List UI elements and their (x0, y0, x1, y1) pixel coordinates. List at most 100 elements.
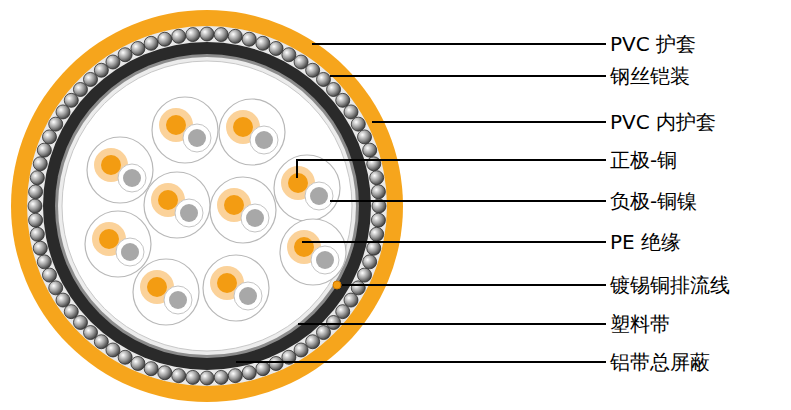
steel-wire (351, 281, 365, 295)
steel-wire (256, 362, 270, 376)
steel-wire (42, 268, 56, 282)
steel-wire (358, 130, 372, 144)
steel-wire (269, 41, 283, 55)
part-label: 镀锡铜排流线 (608, 273, 732, 297)
pe-insulation (241, 204, 269, 232)
steel-wire (158, 366, 172, 380)
pvc-inner-sheath (43, 42, 371, 370)
leader-line (330, 75, 606, 77)
steel-wire (336, 93, 350, 107)
leader-line (372, 121, 606, 123)
conductor-pairs (85, 97, 346, 325)
steel-wire (118, 350, 132, 364)
positive-conductor (147, 277, 167, 297)
conductor-pair (87, 137, 153, 203)
steel-wire (294, 343, 308, 357)
plastic-tape (58, 57, 356, 355)
pair-wrap (85, 211, 151, 277)
steel-wire (358, 268, 372, 282)
leader-line (330, 200, 606, 202)
pair-wrap (210, 177, 276, 243)
steel-wire (172, 29, 186, 43)
part-label: 钢丝铠装 (608, 64, 692, 88)
steel-wire (29, 185, 43, 199)
pe-insulation (183, 124, 211, 152)
pe-insulation (311, 246, 339, 274)
conductor-pair (280, 219, 346, 285)
steel-wire (30, 227, 44, 241)
pe-insulation (250, 126, 278, 154)
armor-bed (27, 26, 387, 386)
leader-line (298, 323, 606, 325)
part-label: PVC 护套 (608, 32, 698, 56)
steel-wire (131, 41, 145, 55)
conductor-pair (133, 259, 199, 325)
steel-wire (363, 143, 377, 157)
steel-wire (200, 27, 214, 41)
leader-line (236, 361, 606, 363)
conductor-pair (152, 97, 218, 163)
pe-insulation (116, 238, 144, 266)
steel-wire (144, 362, 158, 376)
steel-wire (42, 130, 56, 144)
steel-wire (106, 343, 120, 357)
steel-wire (367, 241, 381, 255)
pair-wrap (87, 137, 153, 203)
pair-wrap (219, 99, 285, 165)
steel-wire (37, 143, 51, 157)
leader-line (312, 43, 606, 45)
steel-wire (269, 357, 283, 371)
negative-conductor (188, 129, 206, 147)
pair-wrap (133, 259, 199, 325)
negative-conductor (239, 287, 257, 305)
aluminum-shield (55, 54, 359, 358)
conductor-pair (144, 172, 210, 238)
steel-wire (363, 255, 377, 269)
steel-wire (64, 305, 78, 319)
steel-wire (144, 36, 158, 50)
steel-wire (118, 48, 132, 62)
leader-line (297, 160, 606, 178)
pe-insulation (175, 199, 203, 227)
part-label: PVC 内护套 (608, 110, 718, 134)
negative-conductor (121, 243, 139, 261)
leader-line (302, 241, 606, 243)
steel-wire (242, 32, 256, 46)
negative-conductor (123, 169, 141, 187)
positive-conductor (101, 155, 121, 175)
steel-wire (37, 255, 51, 269)
pair-wrap (280, 219, 346, 285)
steel-wire (56, 293, 70, 307)
steel-wire (256, 36, 270, 50)
steel-wire (214, 370, 228, 384)
steel-wire (49, 117, 63, 131)
steel-wire (158, 32, 172, 46)
steel-wire (33, 157, 47, 171)
positive-conductor (233, 117, 253, 137)
part-label: 负极-铜镍 (608, 189, 699, 213)
positive-conductor (224, 195, 244, 215)
steel-wire (56, 105, 70, 119)
core-fill (62, 61, 352, 351)
leader-line (342, 284, 606, 286)
steel-wire (367, 157, 381, 171)
steel-wire (370, 227, 384, 241)
steel-wire (186, 28, 200, 42)
negative-conductor (255, 131, 273, 149)
negative-conductor (169, 291, 187, 309)
part-label: 塑料带 (608, 312, 672, 336)
conductor-pair (203, 255, 269, 321)
steel-wire (306, 335, 320, 349)
steel-wire (370, 171, 384, 185)
steel-wire (94, 63, 108, 77)
steel-wire (172, 369, 186, 383)
positive-conductor (166, 115, 186, 135)
steel-wire (186, 370, 200, 384)
negative-conductor (310, 187, 328, 205)
pe-insulation (234, 282, 262, 310)
steel-wire-armor (28, 27, 386, 385)
conductor-pair (274, 155, 340, 221)
steel-wire (214, 28, 228, 42)
positive-conductor (158, 190, 178, 210)
